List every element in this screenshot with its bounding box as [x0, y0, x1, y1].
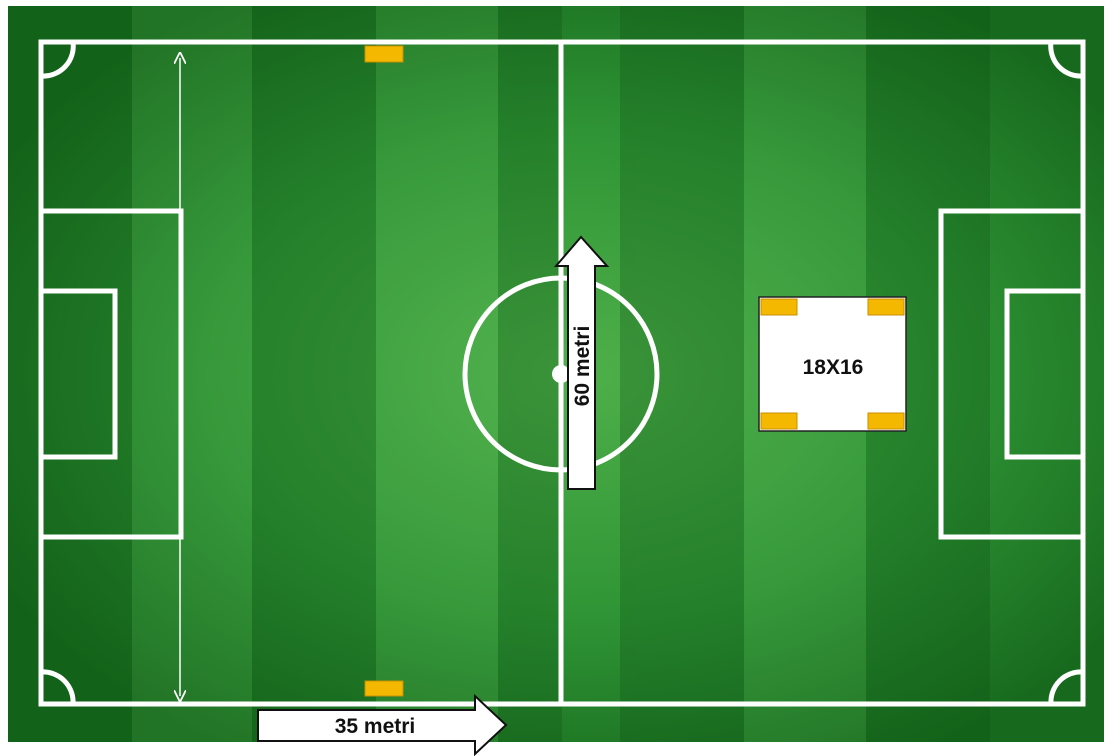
cone-marker-icon	[365, 681, 403, 696]
cone-marker-icon	[761, 299, 797, 315]
width-arrow-label: 35 metri	[335, 715, 416, 738]
length-arrow-label: 60 metri	[571, 326, 594, 407]
cone-marker-icon	[365, 46, 403, 62]
cone-marker-icon	[868, 299, 904, 315]
cone-marker-icon	[761, 413, 797, 429]
cone-marker-icon	[868, 413, 904, 429]
zone-size-label: 18X16	[803, 356, 864, 379]
training-zone: 18X16	[759, 297, 906, 431]
